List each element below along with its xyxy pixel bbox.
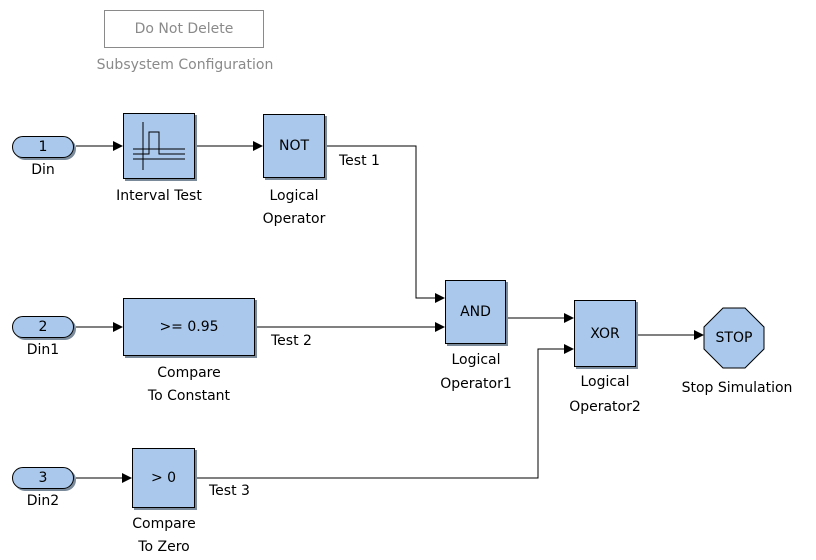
subsystem-configuration-caption: Subsystem Configuration xyxy=(96,57,274,73)
block-text: >= 0.95 xyxy=(159,319,219,335)
compare-to-zero-label-line2: To Zero xyxy=(138,539,190,555)
and-operator-label-line2: Operator1 xyxy=(440,376,512,392)
octagon-stop-icon xyxy=(703,307,765,369)
block-text: STOP xyxy=(715,330,753,346)
wire-test1 xyxy=(326,145,445,303)
not-operator-label-line1: Logical xyxy=(269,188,319,204)
compare-to-constant-label-line2: To Constant xyxy=(147,388,231,404)
interval-test-block[interactable] xyxy=(123,113,195,179)
compare-to-constant-label-line1: Compare xyxy=(157,365,221,381)
signal-label-test1: Test 1 xyxy=(339,153,380,169)
block-text: XOR xyxy=(590,325,620,342)
compare-to-zero-block[interactable]: > 0 xyxy=(132,448,195,508)
and-operator-block[interactable]: AND xyxy=(445,280,506,344)
inport-label: Din xyxy=(31,162,55,178)
signal-label-test2: Test 2 xyxy=(271,333,312,349)
inport-label: Din1 xyxy=(26,342,60,358)
signal-label-test3: Test 3 xyxy=(209,483,250,499)
compare-to-zero-label-line1: Compare xyxy=(132,516,196,532)
inport-din1[interactable]: 2 xyxy=(12,316,74,338)
compare-to-constant-block[interactable]: >= 0.95 xyxy=(123,298,255,356)
interval-pulse-icon xyxy=(133,122,185,170)
block-text: NOT xyxy=(278,138,310,154)
inport-number: 1 xyxy=(38,139,48,155)
not-operator-block[interactable]: NOT xyxy=(263,114,325,178)
stop-simulation-label: Stop Simulation xyxy=(681,380,793,396)
inport-din[interactable]: 1 xyxy=(12,136,74,158)
and-operator-label-line1: Logical xyxy=(451,352,501,368)
inport-din2[interactable]: 3 xyxy=(12,467,74,489)
block-text: AND xyxy=(460,304,491,320)
xor-operator-block[interactable]: XOR xyxy=(574,300,636,367)
xor-operator-label-line2: Operator2 xyxy=(569,399,641,415)
inport-number: 2 xyxy=(38,319,48,335)
block-text: > 0 xyxy=(150,470,177,486)
interval-test-label: Interval Test xyxy=(116,188,202,204)
wire-test3 xyxy=(196,344,574,479)
do-not-delete-annotation[interactable]: Do Not Delete xyxy=(104,10,264,48)
not-operator-label-line2: Operator xyxy=(262,211,326,227)
inport-label: Din2 xyxy=(26,493,60,509)
inport-number: 3 xyxy=(38,470,48,486)
stop-simulation-block[interactable]: STOP xyxy=(703,307,765,369)
xor-operator-label-line1: Logical xyxy=(580,374,630,390)
